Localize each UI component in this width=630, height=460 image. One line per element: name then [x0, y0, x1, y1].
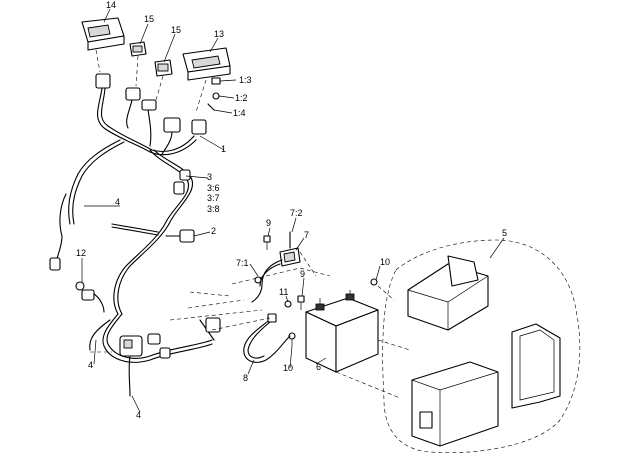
callout-4-top: 4	[115, 197, 120, 207]
callout-4-bottom: 4	[136, 410, 141, 420]
fuse-parts	[207, 77, 237, 114]
callout-3-6: 3:6	[207, 183, 220, 193]
switch-15-right	[154, 59, 173, 101]
hardware	[263, 235, 378, 346]
callout-9-top: 9	[266, 218, 271, 228]
callout-7: 7	[304, 230, 309, 240]
callout-3-7: 3:7	[207, 193, 220, 203]
callout-1-4: 1:4	[233, 108, 246, 118]
wire-harness	[49, 73, 221, 397]
callout-2: 2	[211, 226, 216, 236]
callout-15-left: 15	[144, 14, 154, 24]
switch-14	[81, 17, 125, 73]
callout-15-right: 15	[171, 25, 181, 35]
callout-12: 12	[76, 248, 86, 258]
callout-14: 14	[106, 0, 116, 10]
callout-1-2: 1:2	[235, 93, 248, 103]
callout-10-bottom: 10	[283, 363, 293, 373]
callout-10-top: 10	[380, 257, 390, 267]
callout-1-3: 1:3	[239, 75, 252, 85]
battery-6	[305, 290, 379, 373]
callout-5: 5	[502, 228, 507, 238]
callout-4-left: 4	[88, 360, 93, 370]
callout-9-mid: 9	[300, 269, 305, 279]
battery-cable-8	[243, 313, 291, 363]
switch-15-left	[129, 41, 147, 87]
callout-6: 6	[316, 362, 321, 372]
battery-box-group-5	[382, 239, 581, 453]
callout-13: 13	[214, 29, 224, 39]
routing-lines	[90, 251, 411, 399]
fuse-holder-7	[251, 231, 301, 303]
leader-lines	[81, 8, 505, 413]
callout-7-1: 7:1	[236, 258, 249, 268]
callout-8: 8	[243, 373, 248, 383]
callout-1: 1	[221, 144, 226, 154]
callout-3-8: 3:8	[207, 204, 220, 214]
callout-11: 11	[279, 287, 288, 297]
callout-labels: 14 15 15 13 1:3 1:2 1:4 1 3 3:6 3:7 3:8 …	[76, 0, 507, 420]
switch-13	[182, 47, 231, 113]
callout-3: 3	[207, 172, 212, 182]
callout-7-2: 7:2	[290, 208, 303, 218]
